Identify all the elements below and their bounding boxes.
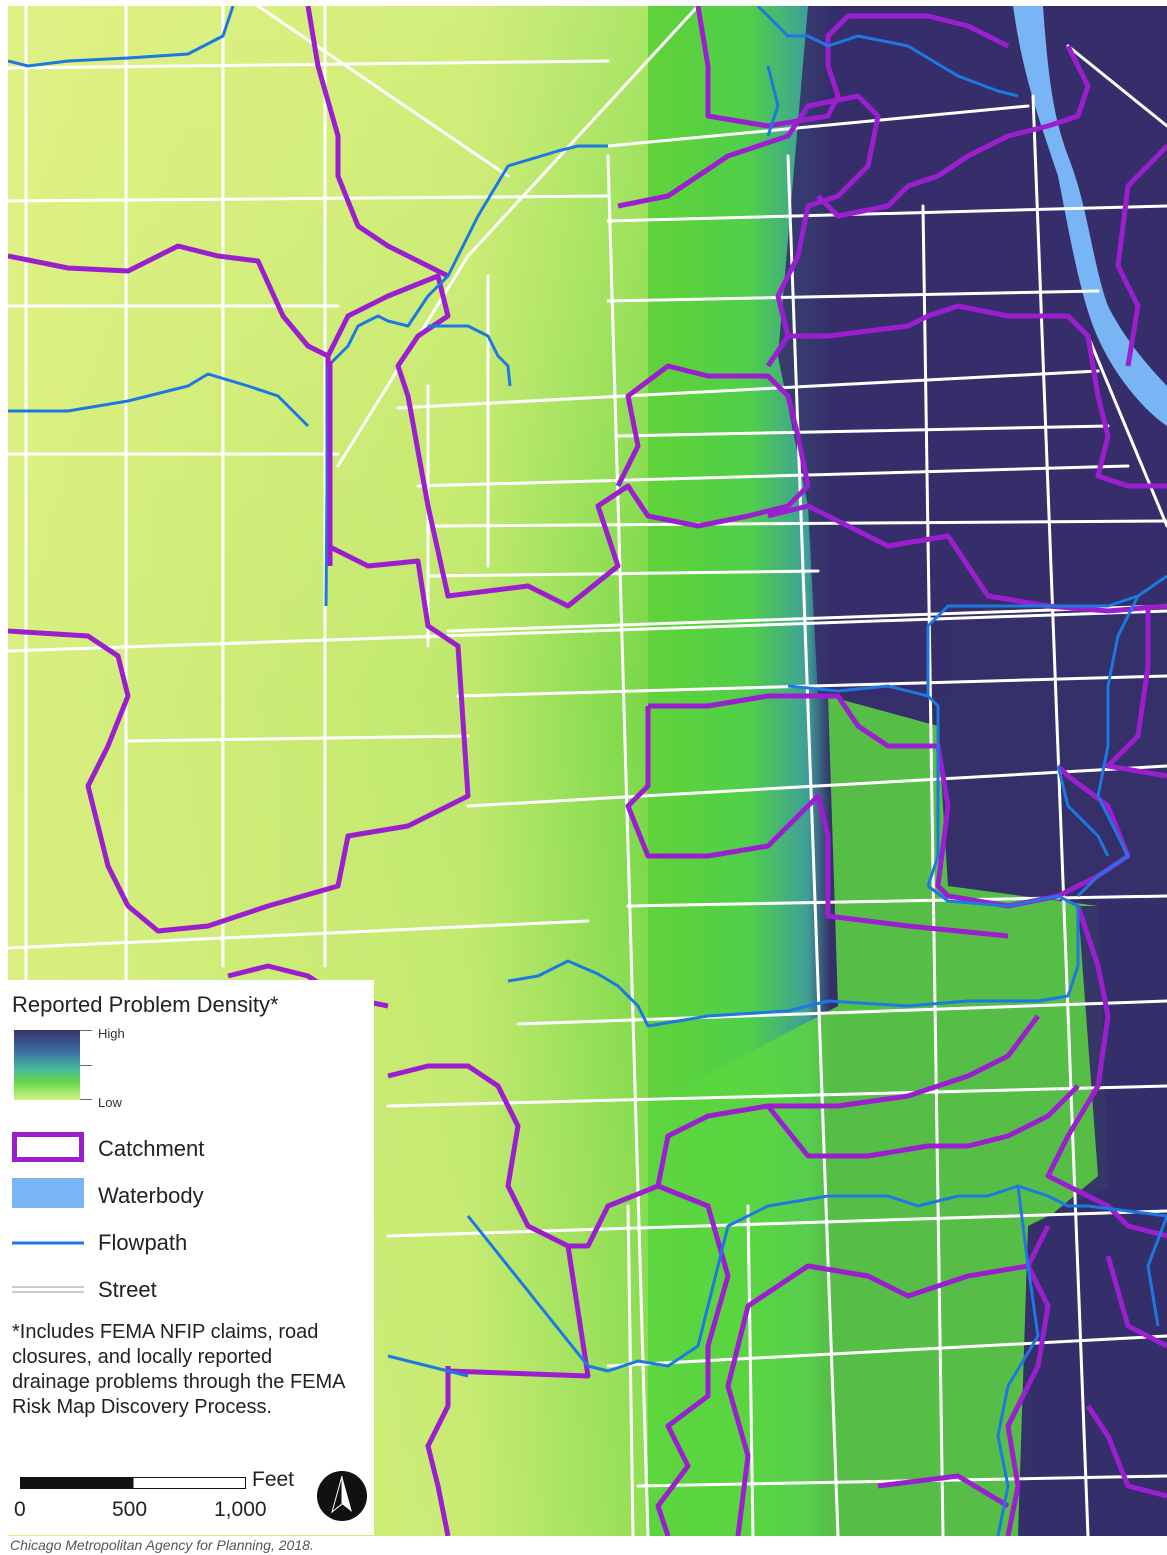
legend-label-street: Street <box>98 1277 157 1302</box>
legend-panel: Reported Problem Density* High Low Catch… <box>0 980 374 1535</box>
legend-label-catchment: Catchment <box>98 1136 205 1161</box>
ramp-label-high: High <box>98 1026 125 1041</box>
density-color-ramp <box>14 1030 80 1100</box>
scale-label-1000: 1,000 <box>214 1498 267 1521</box>
flowpath-line-icon <box>12 1241 84 1245</box>
scale-label-500: 500 <box>112 1498 148 1521</box>
north-arrow-icon <box>317 1471 367 1521</box>
high-density-lower-right <box>1028 906 1167 1536</box>
legend-label-waterbody: Waterbody <box>98 1183 204 1208</box>
legend-label-flowpath: Flowpath <box>98 1230 188 1255</box>
ramp-tick-low <box>80 1099 92 1100</box>
ramp-tick-mid <box>80 1065 92 1066</box>
catchment-outline-icon <box>12 1132 84 1162</box>
scale-label-0: 0 <box>14 1498 26 1521</box>
legend-footnote: *Includes FEMA NFIP claims, road closure… <box>12 1321 345 1418</box>
street-network <box>8 6 1167 1536</box>
waterbody-fill-icon <box>12 1178 84 1208</box>
legend-title: Reported Problem Density* <box>12 992 279 1017</box>
ramp-tick-high <box>80 1030 92 1031</box>
source-credit: Chicago Metropolitan Agency for Planning… <box>10 1537 314 1553</box>
scale-unit: Feet <box>252 1468 295 1491</box>
ramp-label-low: Low <box>98 1095 122 1110</box>
waterbody-river <box>1013 6 1167 426</box>
street-double-line-icon <box>12 1286 84 1293</box>
scale-bar <box>20 1477 246 1489</box>
